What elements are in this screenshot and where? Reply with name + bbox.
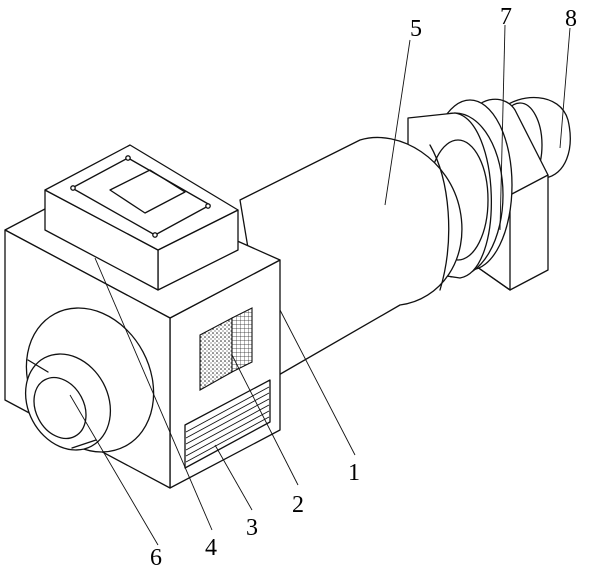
motor-cylinder [239, 136, 463, 381]
part-labels: 1 2 3 4 5 6 7 8 [150, 4, 577, 571]
leader-lines [69, 24, 571, 546]
label-5: 5 [410, 16, 422, 42]
display-unit [44, 144, 239, 291]
label-4: 4 [205, 535, 217, 561]
label-1: 1 [348, 460, 360, 486]
vent-slats [185, 386, 270, 463]
label-2: 2 [292, 492, 304, 518]
label-8: 8 [565, 6, 577, 32]
label-3: 3 [246, 515, 258, 541]
label-7: 7 [500, 4, 512, 30]
label-6: 6 [150, 545, 162, 571]
